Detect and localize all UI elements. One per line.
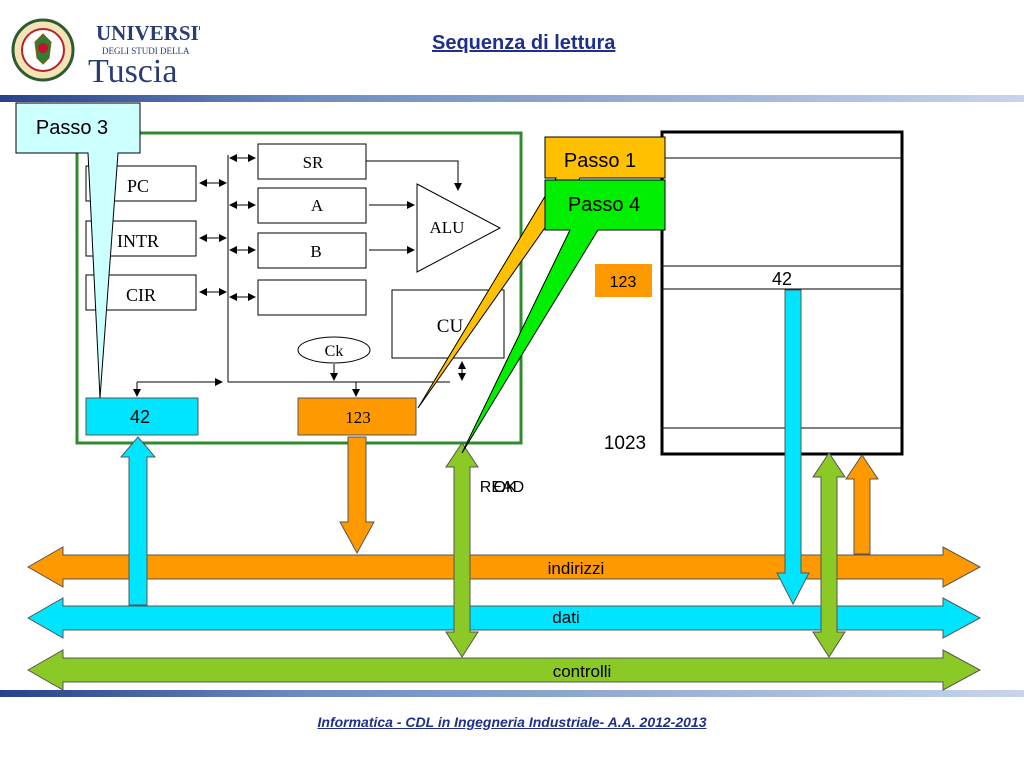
page-title: Sequenza di lettura	[432, 32, 616, 54]
intr-label: INTR	[117, 231, 159, 251]
a-label: A	[311, 196, 324, 215]
mdr-register: 42	[85, 397, 199, 436]
empty-register	[257, 279, 367, 316]
step4-callout: Passo 4	[461, 179, 666, 454]
clock: Ck	[297, 336, 371, 364]
step1-label: Passo 1	[564, 150, 636, 172]
clock-label: Ck	[325, 343, 344, 360]
b-register: B	[257, 232, 367, 269]
memory-last-address: 1023	[604, 433, 646, 454]
data-bus-to-mdr-arrow	[119, 436, 157, 606]
alu: ALU	[416, 183, 502, 273]
logo-line-3: Tuscia	[88, 53, 177, 86]
address-bus: indirizzi	[26, 546, 982, 588]
memory-control-arrow	[812, 452, 846, 658]
step3-label: Passo 3	[36, 117, 108, 139]
step4-label: Passo 4	[568, 194, 640, 216]
mar-value: 123	[345, 408, 371, 427]
control-bus: controlli	[26, 649, 982, 691]
address-bus-to-memory-arrow	[845, 454, 879, 555]
data-bus-label: dati	[552, 608, 579, 627]
memory-address-label: 123	[610, 274, 637, 291]
mar-to-address-bus-arrow	[339, 436, 375, 555]
footer-rule	[0, 690, 1024, 697]
address-bus-label: indirizzi	[548, 559, 605, 578]
mdr-value: 42	[130, 407, 150, 427]
memory-to-data-bus-arrow	[776, 289, 810, 606]
memory-block: 42	[660, 130, 904, 456]
alu-label: ALU	[430, 218, 465, 237]
logo-line-2: DEGLI STUDI DELLA	[102, 46, 190, 56]
step1-callout: Passo 1	[417, 136, 666, 409]
pc-label: PC	[127, 176, 149, 196]
control-bus-label: controlli	[553, 662, 612, 681]
b-label: B	[310, 242, 321, 261]
cir-label: CIR	[126, 285, 156, 305]
sr-label: SR	[303, 153, 324, 172]
footer-text: Informatica - CDL in Ingegneria Industri…	[317, 714, 707, 730]
cu-label: CU	[437, 316, 464, 337]
mar-register: 123	[297, 397, 417, 436]
data-bus: dati	[26, 597, 982, 639]
step3-callout: Passo 3	[15, 102, 141, 399]
read-signal-label: READ	[480, 479, 524, 496]
sr-register: SR	[257, 143, 367, 180]
header-rule	[0, 95, 1024, 102]
memory-address-tag: 123	[595, 264, 652, 297]
cpu-control-arrow	[445, 442, 479, 658]
memory-cell-value: 42	[772, 269, 792, 289]
a-register: A	[257, 187, 367, 224]
ok-signal-label: OK	[493, 479, 516, 496]
